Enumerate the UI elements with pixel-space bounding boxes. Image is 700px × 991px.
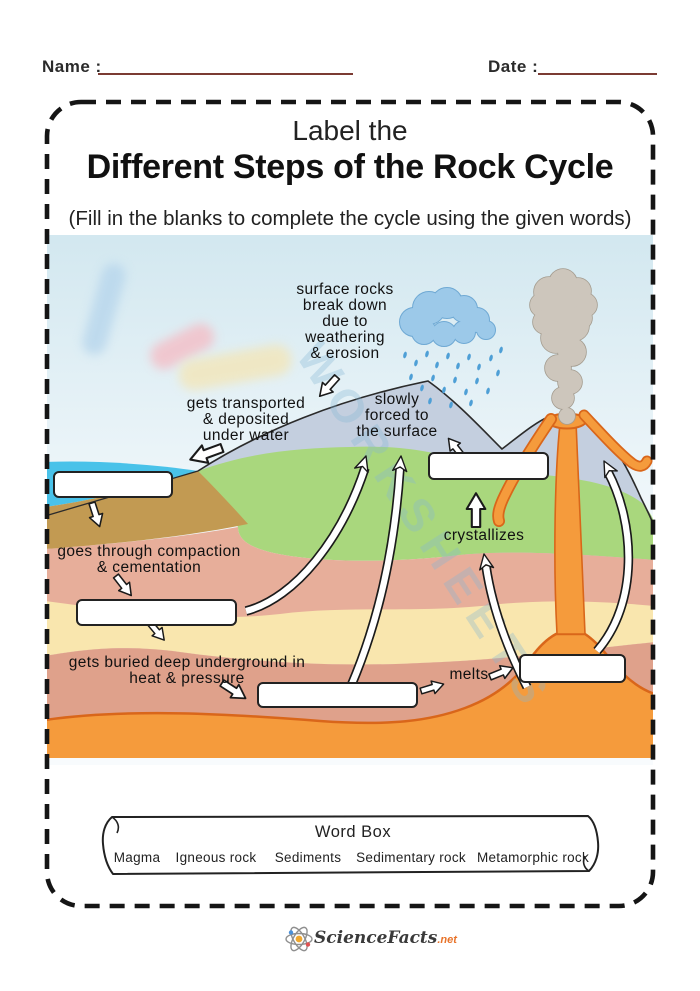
label-crystallizes: crystallizes — [443, 527, 525, 544]
label-transported: gets transported & deposited under water — [186, 395, 306, 444]
seabed-sand — [47, 471, 248, 549]
page-title: Different Steps of the Rock Cycle — [86, 148, 614, 186]
rain-cloud-icon — [399, 287, 496, 347]
title-top: Label the — [292, 115, 408, 146]
dashed-frame — [44, 99, 656, 909]
label-buried: gets buried deep underground in heat & p… — [68, 654, 306, 687]
word-sedimentary-rock: Sedimentary rock — [356, 850, 466, 865]
date-label: Date : — [488, 57, 539, 76]
label-melts: melts — [449, 666, 489, 683]
answer-box-sedimentary-rock[interactable] — [76, 599, 237, 626]
word-igneous-rock: Igneous rock — [175, 850, 257, 865]
word-magma: Magma — [113, 850, 161, 865]
atom-icon — [285, 926, 313, 952]
label-weathering: surface rocks break down due to weatheri… — [296, 281, 394, 362]
word-box-title: Word Box — [314, 823, 392, 841]
name-input-line[interactable] — [98, 73, 353, 75]
label-compaction: goes through compaction & cementation — [57, 543, 241, 576]
date-input-line[interactable] — [538, 73, 657, 75]
brand-suffix: .net — [437, 934, 457, 946]
label-forced: slowly forced to the surface — [356, 391, 438, 440]
brand-logo-text: ScienceFacts.net — [314, 928, 457, 948]
answer-box-sediments[interactable] — [53, 471, 173, 498]
word-box-banner — [101, 815, 600, 875]
word-sediments: Sediments — [274, 850, 342, 865]
word-metamorphic-rock: Metamorphic rock — [476, 850, 590, 865]
answer-box-magma[interactable] — [519, 654, 626, 683]
brand-name: ScienceFacts — [314, 928, 438, 948]
crayon-strokes — [82, 263, 292, 391]
answer-box-metamorphic-rock[interactable] — [257, 682, 418, 708]
volcano-lava — [492, 409, 653, 527]
answer-box-igneous-rock[interactable] — [428, 452, 549, 480]
magma-layer — [47, 634, 653, 758]
smoke-plume-icon — [529, 268, 598, 425]
subtitle: (Fill in the blanks to complete the cycl… — [68, 207, 632, 230]
rain-drops — [403, 346, 503, 409]
name-label: Name : — [42, 57, 102, 76]
